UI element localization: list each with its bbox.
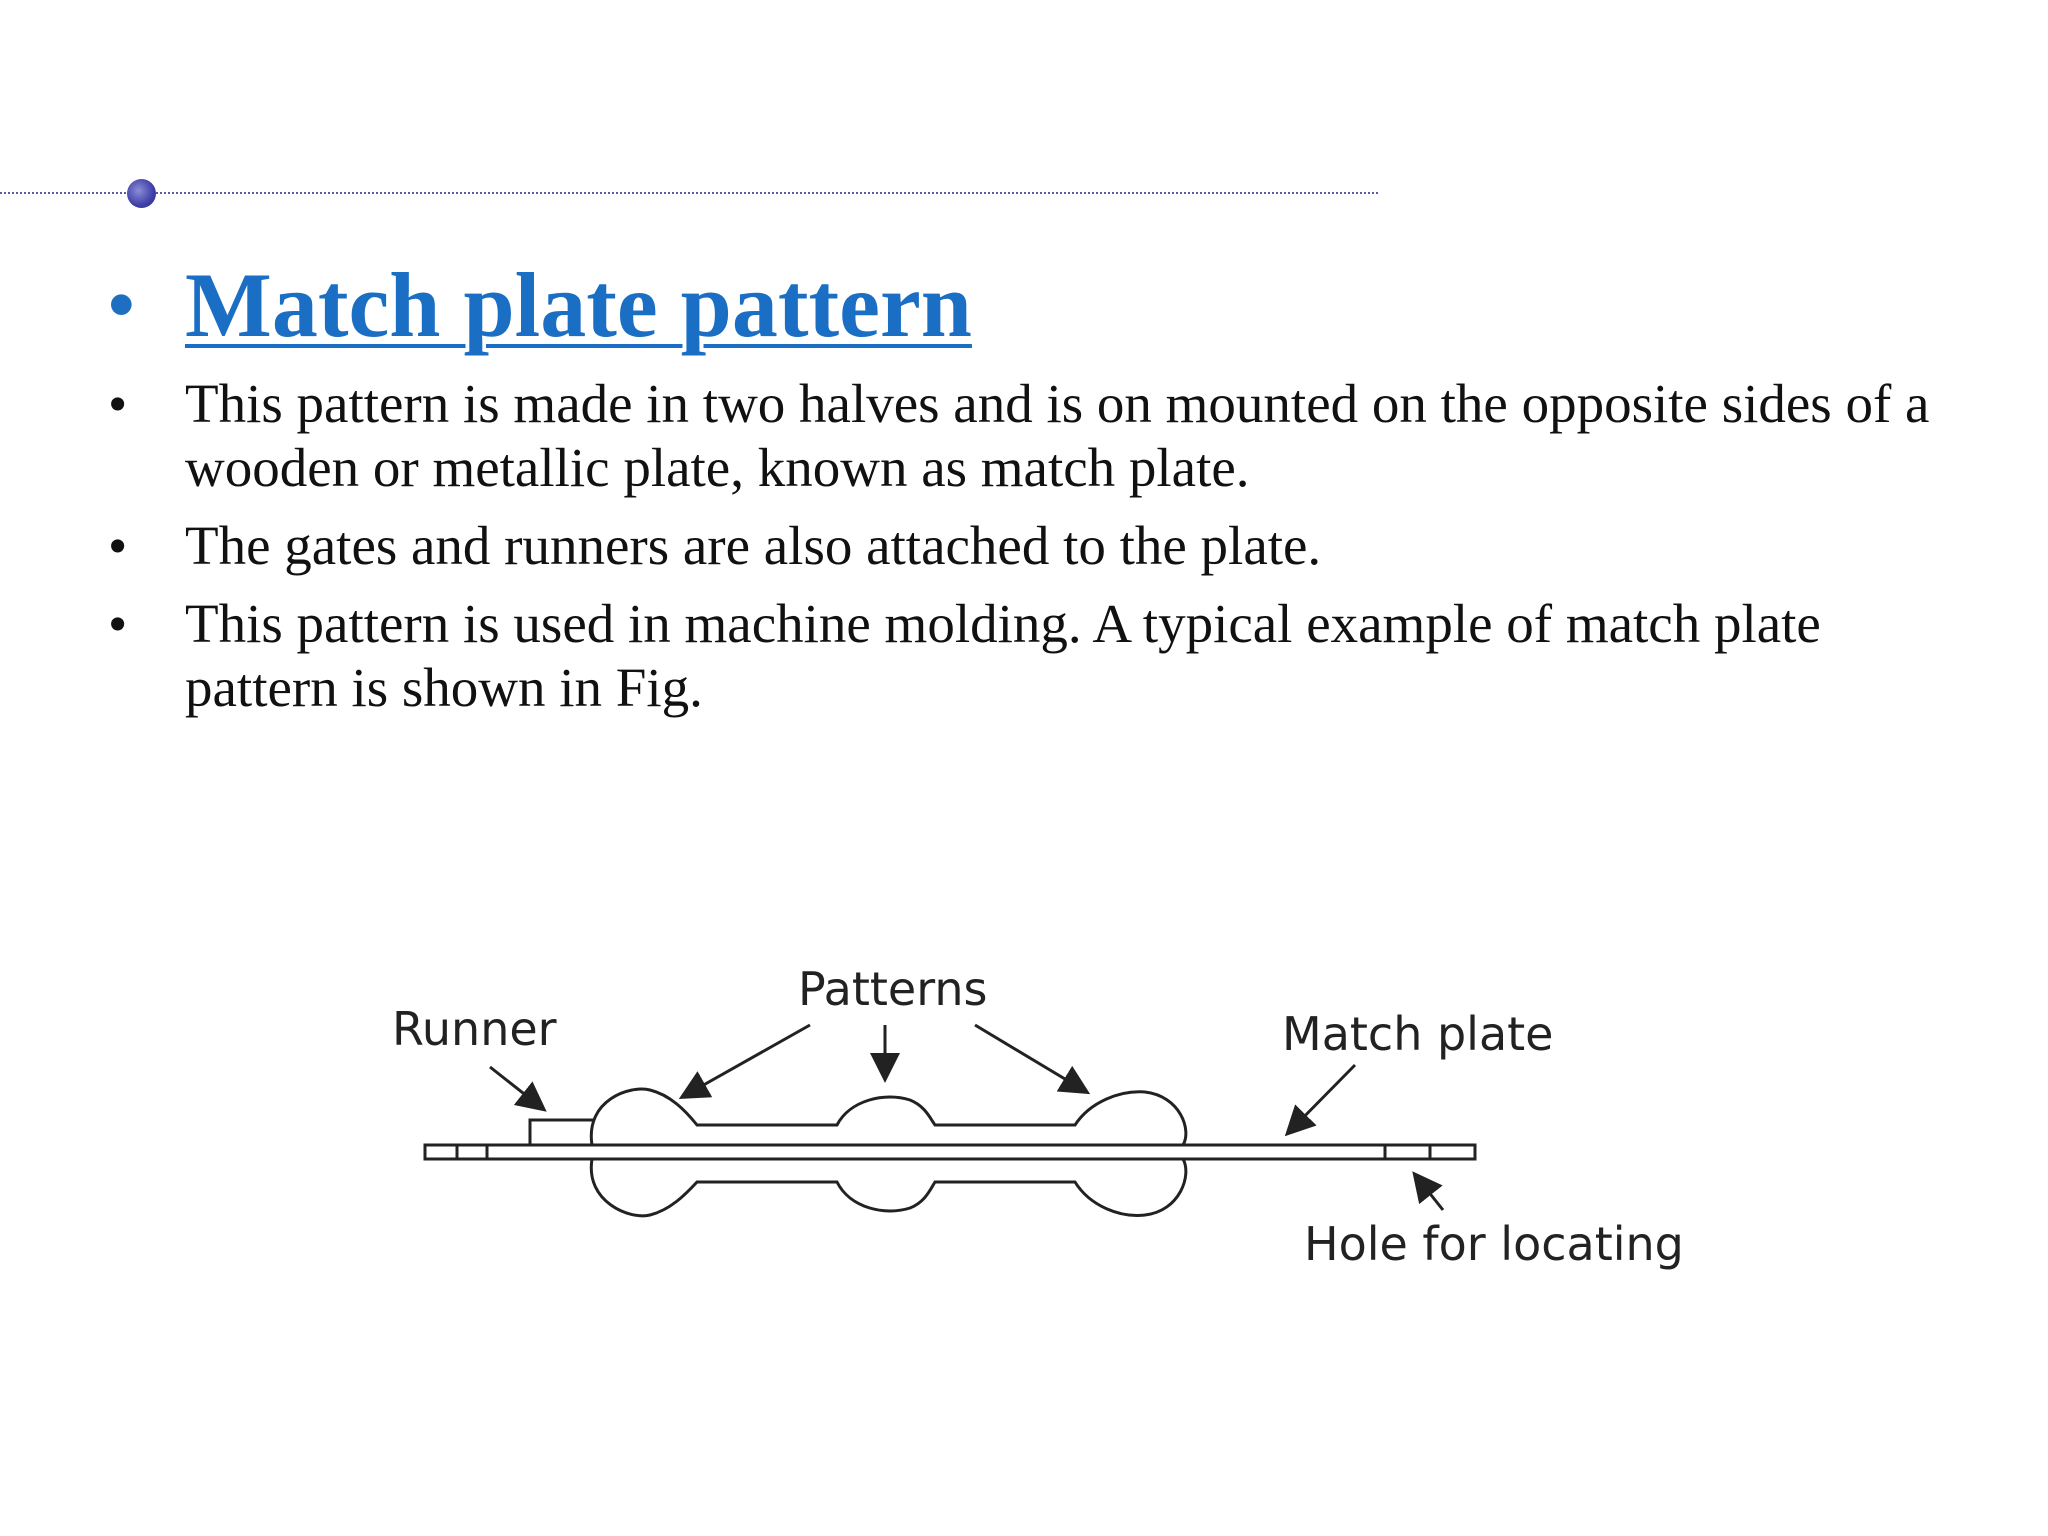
- bullet-dot: •: [108, 373, 128, 434]
- pattern-lower-half: [589, 1158, 1188, 1218]
- patterns-label: Patterns: [798, 962, 987, 1016]
- heading-bullet: •: [108, 262, 135, 347]
- hole-arrow: [1412, 1171, 1445, 1211]
- hole-label: Hole for locating: [1304, 1217, 1684, 1271]
- bullet-item: • This pattern is used in machine moldin…: [108, 592, 1948, 720]
- decorative-dot-icon: [127, 179, 156, 208]
- decorative-dotted-rule: [0, 192, 1378, 194]
- runner-arrow: [489, 1065, 547, 1112]
- match-plate-figure: Runner Patterns Match plate Hole for loc…: [380, 950, 1700, 1290]
- match-plate-diagram: Runner Patterns Match plate Hole for loc…: [392, 962, 1684, 1271]
- bullet-list: • This pattern is made in two halves and…: [108, 372, 1948, 734]
- bullet-text: The gates and runners are also attached …: [185, 515, 1322, 576]
- patterns-arrow-right: [974, 1023, 1091, 1095]
- match-plate-arrow: [1284, 1063, 1357, 1137]
- bullet-dot: •: [108, 593, 128, 654]
- bullet-text: This pattern is made in two halves and i…: [185, 373, 1930, 498]
- match-plate: [423, 1143, 1477, 1161]
- bullet-text: This pattern is used in machine molding.…: [185, 593, 1821, 718]
- slide-title: Match plate pattern: [185, 254, 972, 356]
- runner-label: Runner: [392, 1002, 557, 1056]
- match-plate-label: Match plate: [1282, 1007, 1554, 1061]
- bullet-item: • The gates and runners are also attache…: [108, 514, 1948, 578]
- bullet-item: • This pattern is made in two halves and…: [108, 372, 1948, 500]
- runner-block: [528, 1118, 595, 1145]
- pattern-upper-half: [589, 1087, 1188, 1146]
- patterns-arrow-left: [678, 1023, 811, 1099]
- bullet-dot: •: [108, 515, 128, 576]
